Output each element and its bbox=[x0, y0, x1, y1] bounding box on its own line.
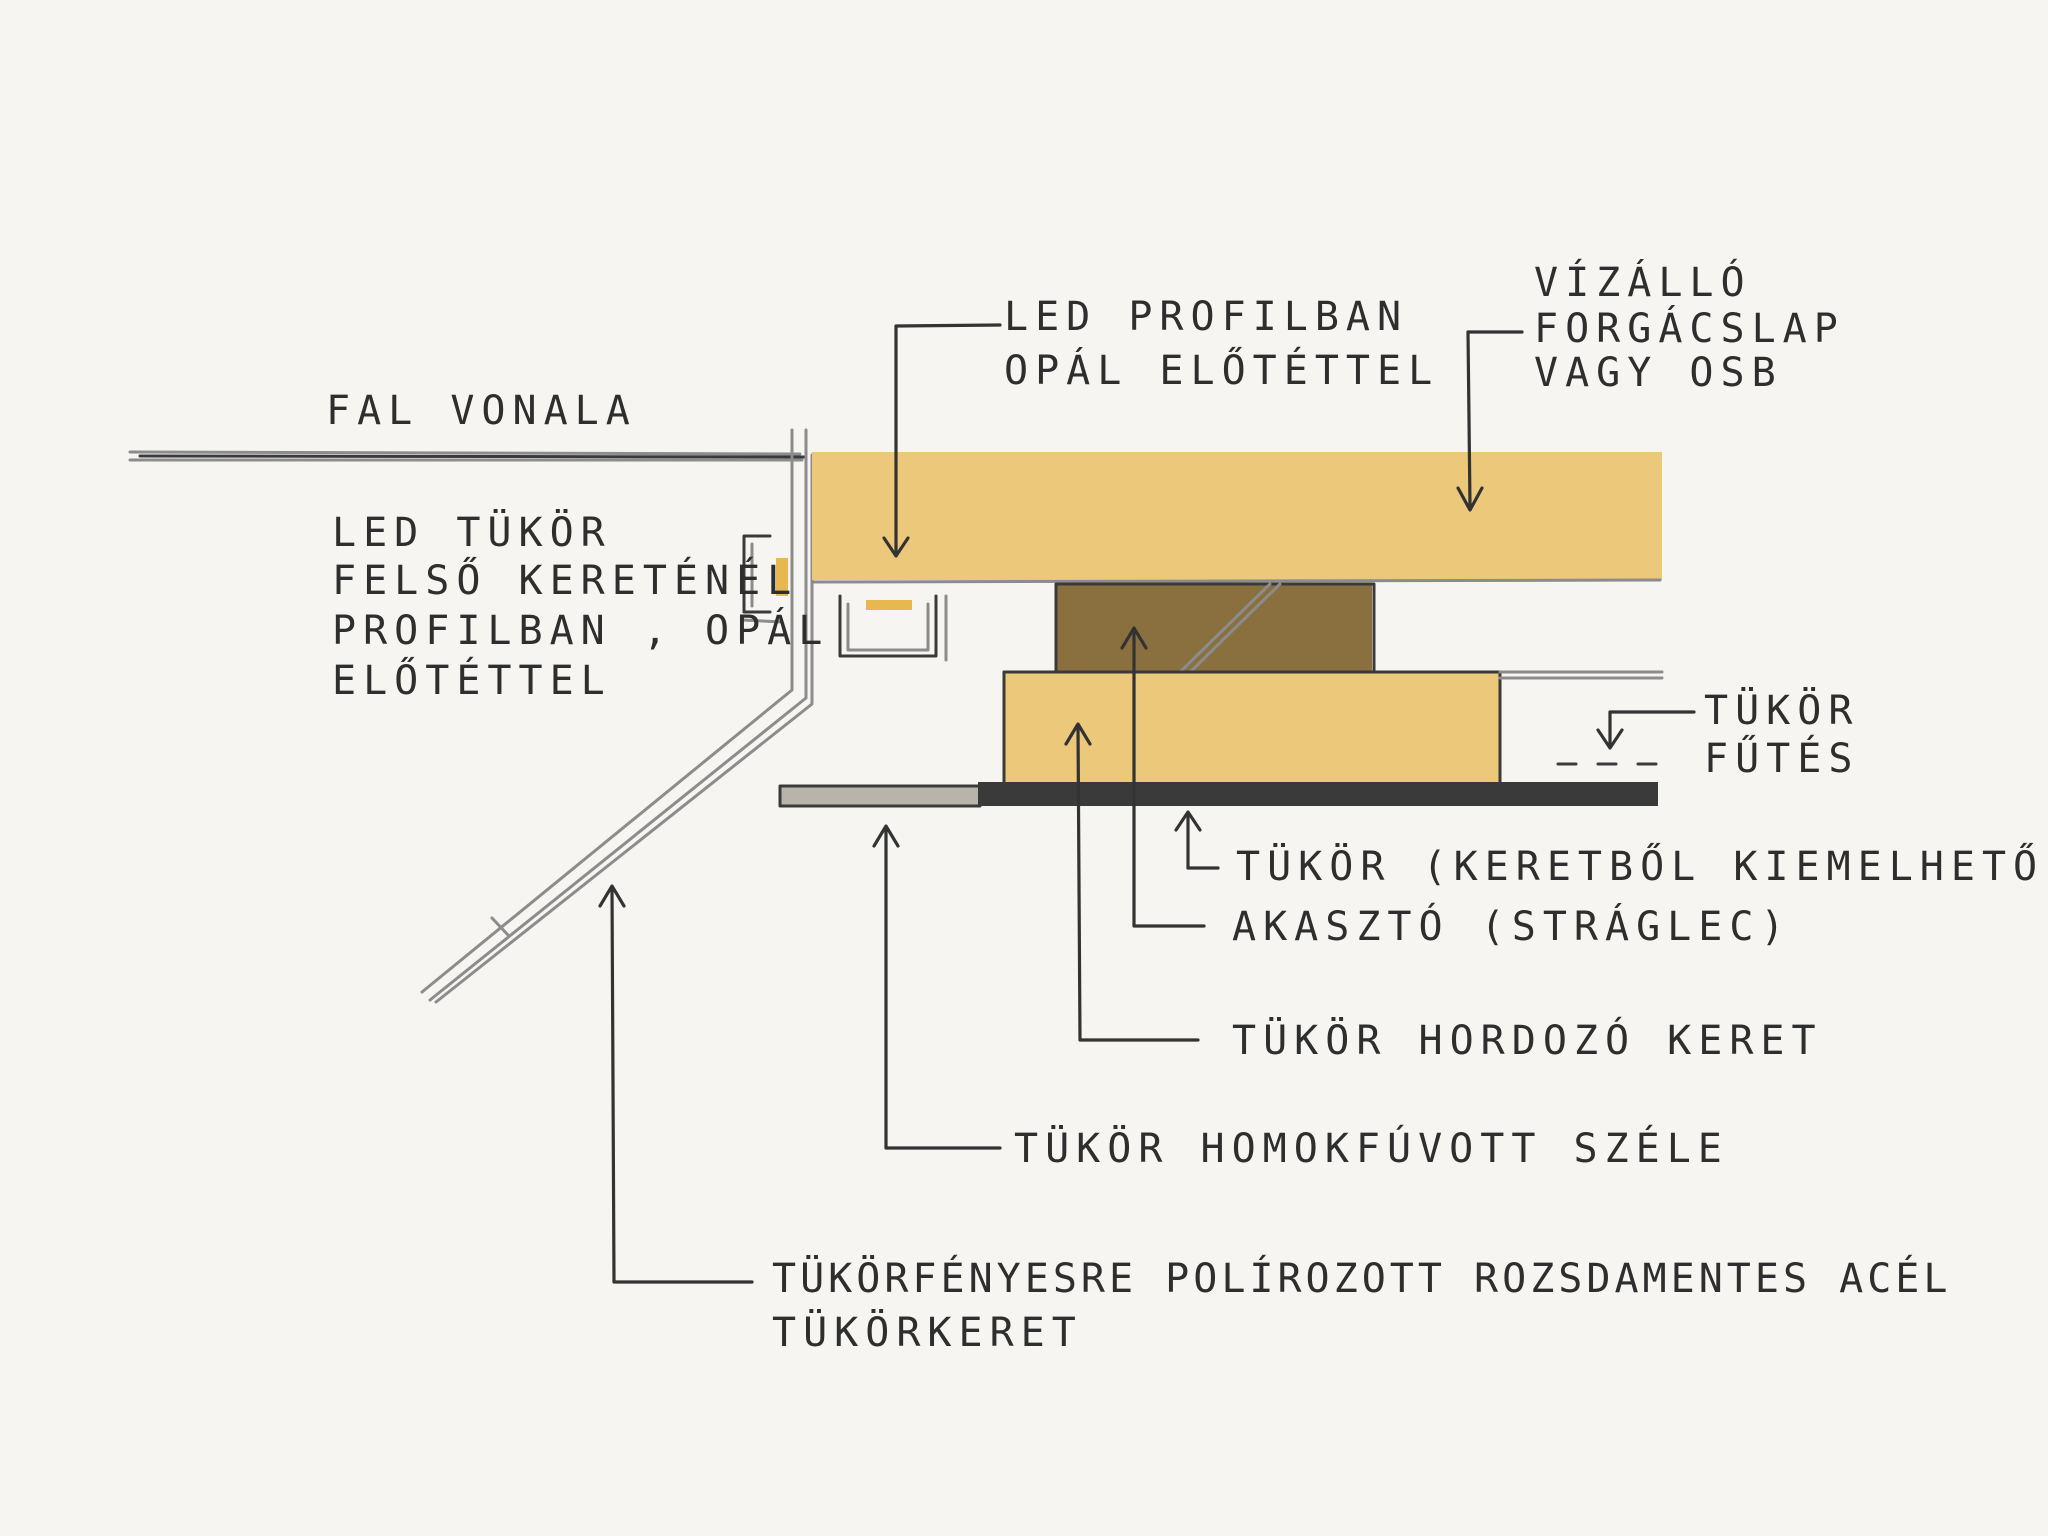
led-side-profile bbox=[740, 534, 788, 624]
wall-line bbox=[128, 450, 807, 462]
label-board: VÍZÁLLÓ FORGÁCSLAP VAGY OSB bbox=[1534, 258, 1845, 396]
leader-board bbox=[1456, 330, 1524, 512]
svg-text:FORGÁCSLAP: FORGÁCSLAP bbox=[1534, 304, 1845, 352]
svg-text:TÜKÖR: TÜKÖR bbox=[1704, 686, 1859, 734]
leader-mirror bbox=[1174, 810, 1220, 870]
hanger-block bbox=[1056, 584, 1372, 676]
led-bottom-profile bbox=[838, 594, 948, 662]
label-hanger: AKASZTÓ (STRÁGLEC) bbox=[1232, 902, 1791, 950]
label-led-profile: LED PROFILBAN OPÁL ELŐTÉTTEL bbox=[1004, 294, 1439, 394]
svg-text:FŰTÉS: FŰTÉS bbox=[1704, 733, 1859, 782]
svg-text:PROFILBAN , OPÁL: PROFILBAN , OPÁL bbox=[332, 606, 829, 654]
label-led-frame: LED TÜKÖR FELSŐ KERETÉNÉL PROFILBAN , OP… bbox=[332, 508, 829, 704]
svg-text:LED TÜKÖR: LED TÜKÖR bbox=[332, 508, 612, 556]
board-block bbox=[812, 452, 1662, 580]
mirror-glass bbox=[978, 782, 1658, 806]
leader-steel-frame bbox=[598, 884, 754, 1284]
label-wall-line: FAL VONALA bbox=[326, 388, 637, 434]
svg-text:OPÁL ELŐTÉTTEL: OPÁL ELŐTÉTTEL bbox=[1004, 345, 1439, 394]
leader-sandblasted bbox=[872, 824, 1002, 1150]
label-heating: TÜKÖR FŰTÉS bbox=[1704, 686, 1859, 782]
svg-text:FELSŐ KERETÉNÉL: FELSŐ KERETÉNÉL bbox=[332, 555, 798, 604]
svg-text:ELŐTÉTTEL: ELŐTÉTTEL bbox=[332, 655, 612, 704]
svg-text:LED PROFILBAN: LED PROFILBAN bbox=[1004, 294, 1408, 340]
label-carrier: TÜKÖR HORDOZÓ KERET bbox=[1232, 1016, 1823, 1064]
label-mirror: TÜKÖR (KERETBŐL KIEMELHETŐ) bbox=[1236, 841, 2048, 890]
leader-carrier bbox=[1064, 722, 1200, 1042]
carrier-block bbox=[1004, 672, 1500, 782]
leader-led-profile bbox=[882, 323, 1002, 558]
label-steel-frame: TÜKÖRFÉNYESRE POLÍROZOTT ROZSDAMENTES AC… bbox=[772, 1254, 1951, 1356]
mirror-sandblasted-edge bbox=[780, 786, 980, 806]
svg-text:VAGY OSB: VAGY OSB bbox=[1534, 350, 1783, 396]
leader-hanger bbox=[1120, 626, 1206, 928]
svg-text:TÜKÖRFÉNYESRE POLÍROZOTT ROZSD: TÜKÖRFÉNYESRE POLÍROZOTT ROZSDAMENTES AC… bbox=[772, 1254, 1951, 1302]
svg-text:TÜKÖRKERET: TÜKÖRKERET bbox=[772, 1308, 1083, 1356]
leader-heating bbox=[1596, 710, 1696, 750]
svg-text:VÍZÁLLÓ: VÍZÁLLÓ bbox=[1534, 258, 1752, 306]
label-sandblasted: TÜKÖR HOMOKFÚVOTT SZÉLE bbox=[1014, 1124, 1729, 1172]
